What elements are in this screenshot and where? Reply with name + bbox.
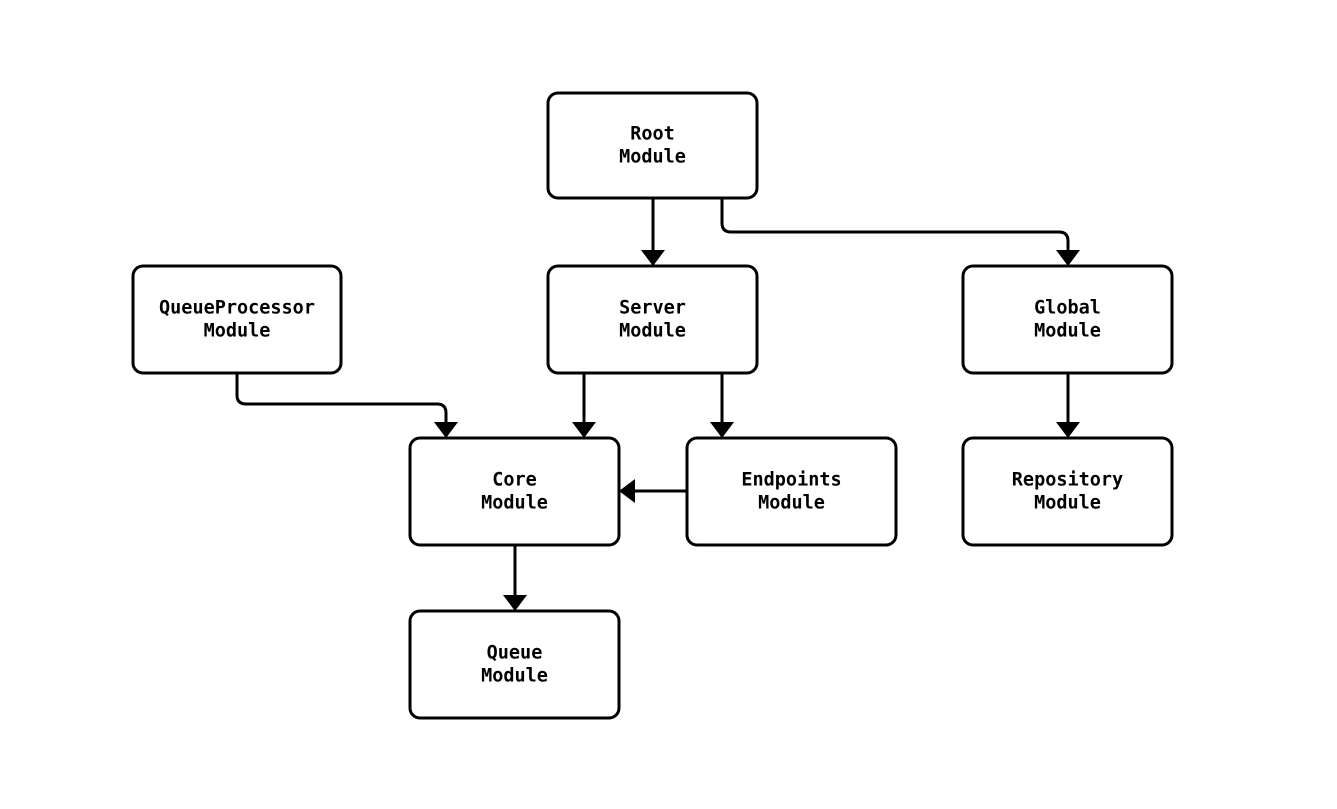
node-global-label-line1: Global: [1034, 298, 1101, 319]
node-queue-label-line1: Queue: [487, 643, 543, 664]
node-queueprocessor-box: [131, 264, 343, 375]
node-server-label-line2: Module: [619, 321, 686, 342]
arrowhead-server-to-endpoints: [710, 422, 734, 438]
node-repository-label-line1: Repository: [1012, 470, 1123, 491]
arrowhead-endpoints-to-core: [619, 479, 635, 503]
node-core-label-line1: Core: [492, 470, 537, 491]
arrowhead-core-to-queue: [503, 595, 527, 611]
nodes-layer: RootModuleQueueProcessorModuleServerModu…: [131, 91, 1174, 720]
edge-endpoints-to-core: [619, 479, 687, 503]
node-global-box: [961, 264, 1174, 375]
arrowhead-root-to-global: [1056, 250, 1080, 266]
node-root-label-line1: Root: [630, 124, 675, 145]
node-queueprocessor-label-line2: Module: [204, 321, 271, 342]
node-core-label-line2: Module: [481, 493, 548, 514]
edges-layer: [235, 198, 1080, 611]
edge-server-to-core: [572, 373, 596, 438]
edge-global-to-repository: [1056, 373, 1080, 438]
node-root-label-line2: Module: [619, 147, 686, 168]
edge-root-to-server: [641, 198, 665, 266]
node-queue-box: [408, 609, 621, 720]
node-endpoints-label-line1: Endpoints: [741, 470, 841, 491]
edge-queueprocessor-to-core: [235, 373, 458, 438]
node-repository-label-line2: Module: [1034, 493, 1101, 514]
node-queueprocessor-label-line1: QueueProcessor: [159, 298, 315, 319]
edge-server-to-endpoints: [710, 373, 734, 438]
node-root-box: [546, 91, 759, 200]
edge-root-to-global: [720, 198, 1080, 266]
node-repository-box: [961, 436, 1174, 547]
node-global-label-line2: Module: [1034, 321, 1101, 342]
node-queue-label-line2: Module: [481, 666, 548, 687]
node-core-box: [408, 436, 621, 547]
arrowhead-server-to-core: [572, 422, 596, 438]
arrowhead-queueprocessor-to-core: [434, 422, 458, 438]
node-endpoints-label-line2: Module: [758, 493, 825, 514]
node-server-box: [546, 264, 759, 375]
node-endpoints-box: [685, 436, 898, 547]
edge-core-to-queue: [503, 545, 527, 611]
node-server-label-line1: Server: [619, 298, 686, 319]
arrowhead-global-to-repository: [1056, 422, 1080, 438]
arrowhead-root-to-server: [641, 250, 665, 266]
